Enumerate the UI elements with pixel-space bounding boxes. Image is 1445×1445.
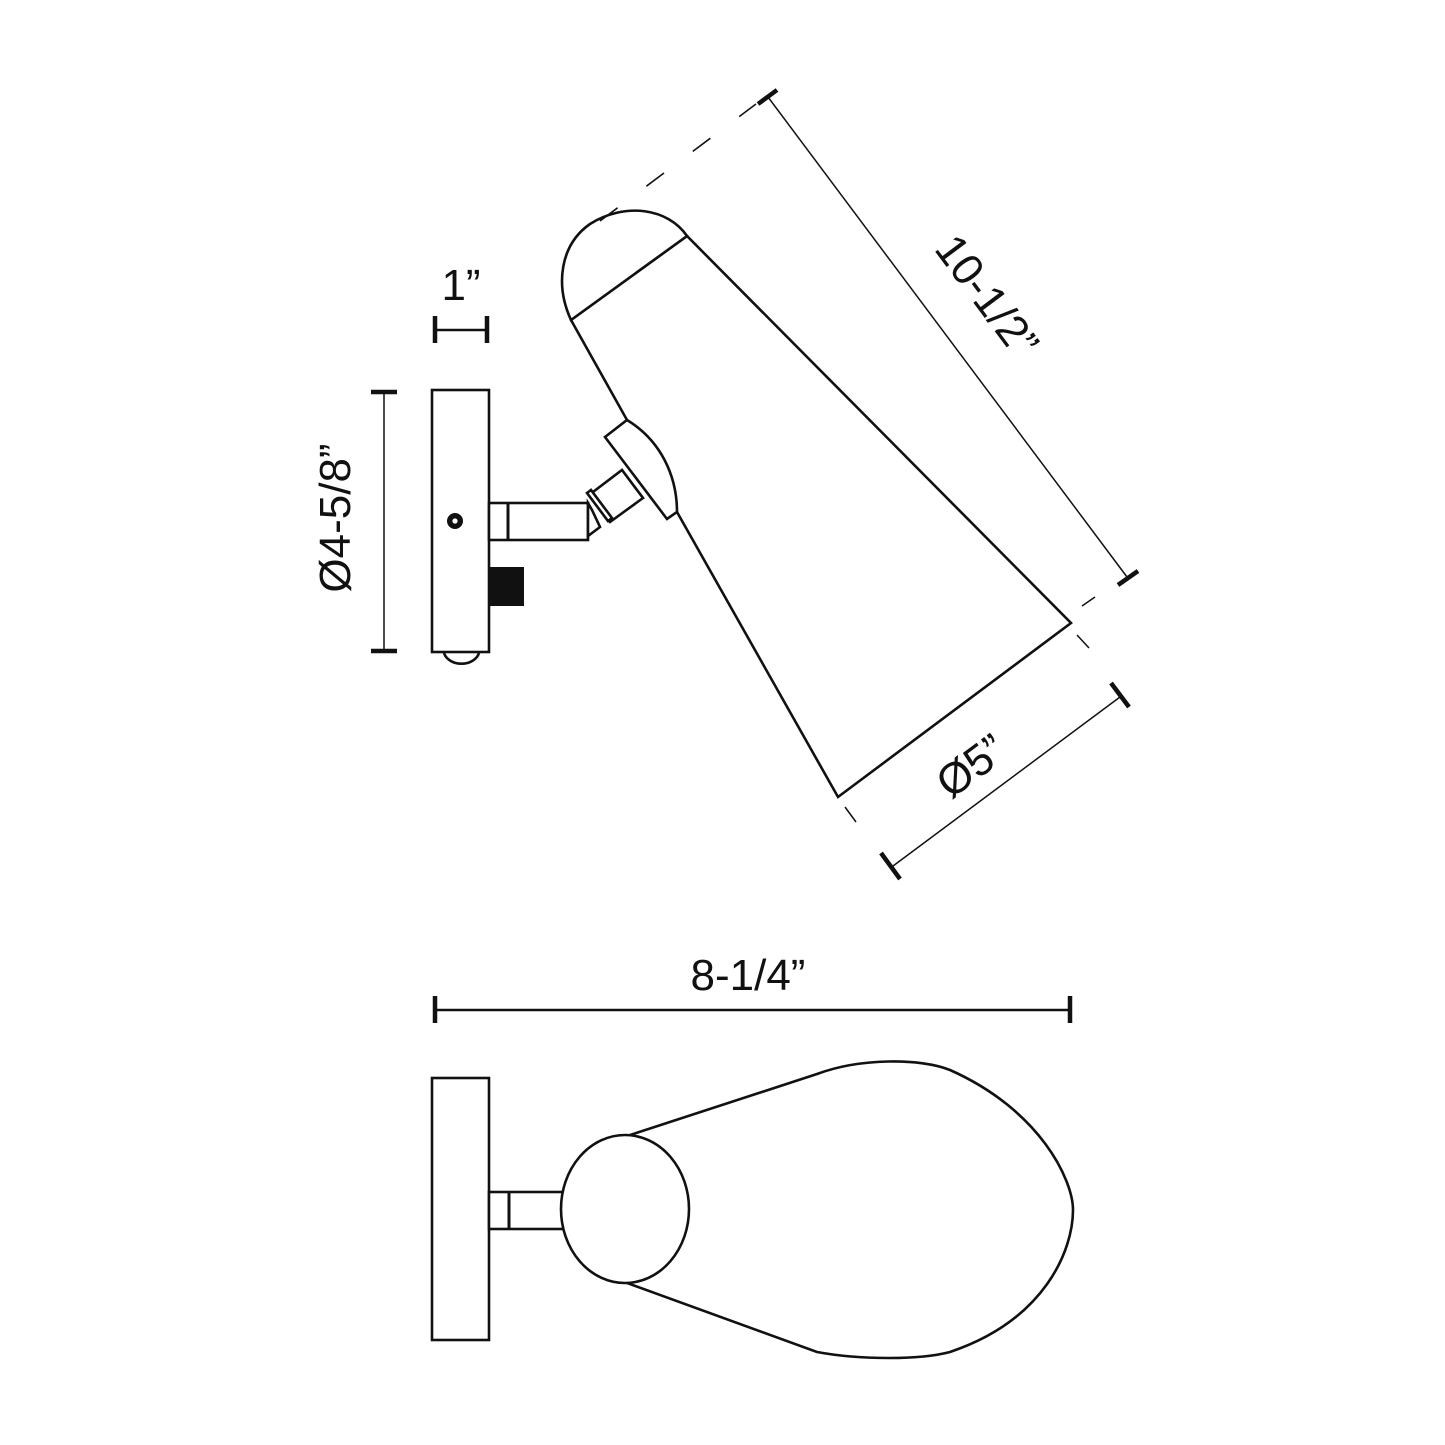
swivel-cone xyxy=(586,498,602,539)
dim-overall-extension: 8-1/4” xyxy=(432,951,1073,1023)
backplate-bottom-knob xyxy=(442,652,481,666)
arm xyxy=(487,501,590,542)
shade-dome-cap xyxy=(560,209,689,322)
top-backplate xyxy=(430,1076,491,1342)
side-view xyxy=(430,209,1073,799)
rocker-switch xyxy=(490,567,524,606)
dim-label-shade-diameter: Ø5” xyxy=(927,725,1015,808)
top-view xyxy=(430,1060,1075,1360)
dim-label-backplate-diameter: Ø4-5/8” xyxy=(311,443,360,592)
backplate-screw-center xyxy=(452,518,458,524)
dim-label-backplate-depth: 1” xyxy=(441,261,480,310)
dim-backplate-diameter: Ø4-5/8” xyxy=(311,389,397,654)
knuckle-plate xyxy=(603,418,679,521)
dim-label-overall-extension: 8-1/4” xyxy=(691,951,806,1000)
top-shade-back xyxy=(559,1133,691,1285)
dim-label-shade-length: 10-1/2” xyxy=(925,226,1048,367)
dim-backplate-depth: 1” xyxy=(432,261,490,343)
swivel-ring xyxy=(585,488,614,523)
top-shade-cone xyxy=(625,1060,1075,1360)
